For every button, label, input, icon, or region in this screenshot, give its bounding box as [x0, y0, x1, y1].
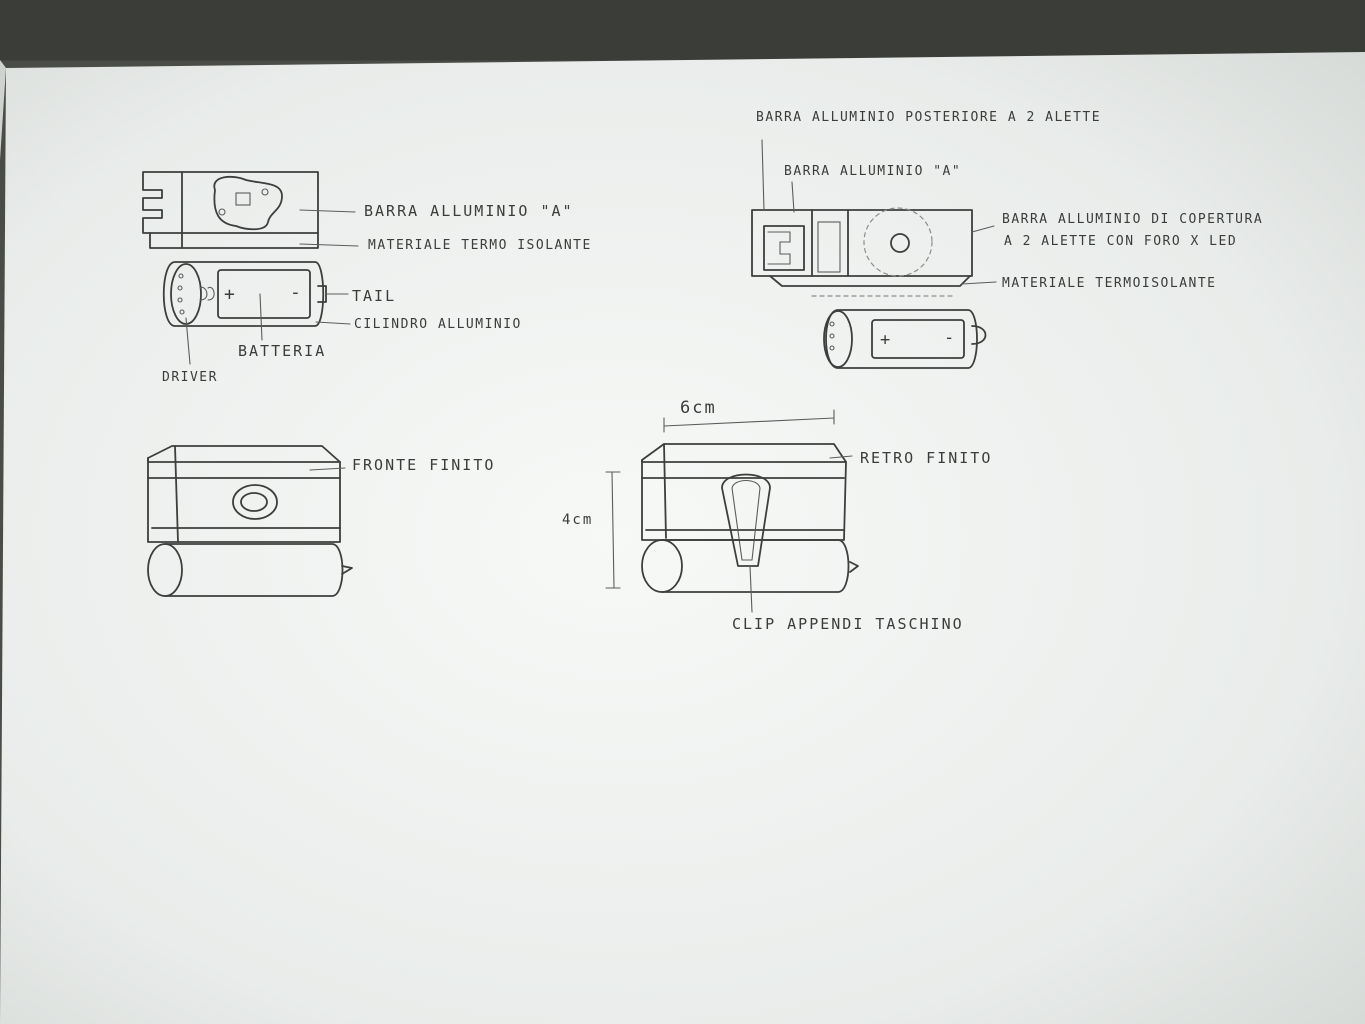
- driver-icon-rear: [823, 310, 853, 368]
- label-fronte-finito: FRONTE FINITO: [352, 456, 496, 474]
- label-cilindro-alluminio: CILINDRO ALLUMINIO: [354, 317, 522, 332]
- label-batteria: BATTERIA: [238, 342, 327, 360]
- paper: [0, 52, 1365, 1024]
- label-materiale-termoisolante-rear: MATERIALE TERMOISOLANTE: [1002, 276, 1217, 291]
- label-barra-copertura-2: A 2 ALETTE CON FORO X LED: [1004, 234, 1238, 249]
- label-retro-finito: RETRO FINITO: [860, 449, 993, 467]
- label-materiale-termoisolante: MATERIALE TERMO ISOLANTE: [368, 238, 592, 253]
- dimension-width: 6cm: [680, 398, 717, 418]
- label-clip-appendi-taschino: CLIP APPENDI TASCHINO: [732, 615, 964, 633]
- battery-plus: +: [224, 284, 237, 305]
- battery-icon-rear: [871, 319, 965, 359]
- label-driver: DRIVER: [162, 370, 218, 385]
- led-icon: [213, 175, 283, 231]
- front-finished-drawing: [147, 445, 353, 597]
- label-barra-posteriore: BARRA ALLUMINIO POSTERIORE A 2 ALETTE: [756, 110, 1102, 125]
- label-barra-copertura-1: BARRA ALLUMINIO DI COPERTURA: [1002, 212, 1264, 227]
- label-barra-alluminio-a-rear: BARRA ALLUMINIO "A": [784, 164, 962, 179]
- led-hole-icon: [890, 233, 910, 253]
- label-tail: TAIL: [352, 287, 397, 305]
- top-left-assembly: [142, 171, 359, 365]
- clip-icon: [721, 473, 771, 567]
- rear-finished-drawing: [605, 409, 859, 613]
- dimension-height: 4cm: [562, 512, 594, 528]
- top-right-assembly: [751, 139, 997, 369]
- battery-icon: [217, 269, 311, 319]
- label-barra-alluminio-a: BARRA ALLUMINIO "A": [364, 202, 574, 220]
- battery-minus: -: [290, 282, 303, 303]
- battery-minus-rear: -: [944, 328, 957, 348]
- battery-plus-rear: +: [880, 330, 893, 350]
